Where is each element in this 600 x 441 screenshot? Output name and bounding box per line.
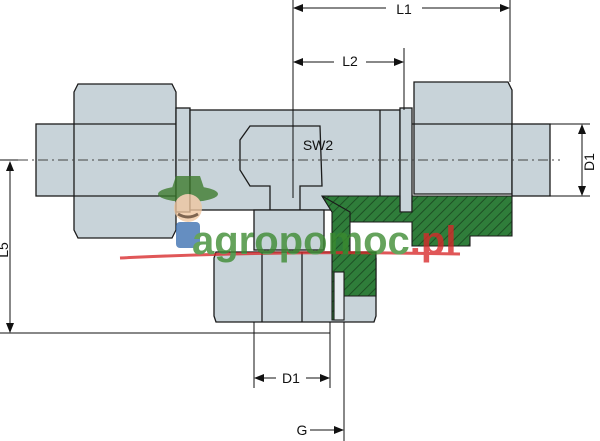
label-l2: L2 bbox=[342, 53, 358, 69]
label-g: G bbox=[297, 422, 308, 438]
section-bore bbox=[333, 271, 345, 321]
mascot-logo bbox=[158, 176, 218, 248]
label-l5: L5 bbox=[0, 242, 11, 258]
right-nut bbox=[413, 81, 513, 195]
label-l1: L1 bbox=[396, 1, 412, 17]
watermark: agropomoc.pl bbox=[119, 176, 461, 263]
label-sw2: SW2 bbox=[303, 137, 334, 153]
section-cut bbox=[321, 195, 513, 321]
watermark-brand: agropomoc.pl bbox=[192, 219, 456, 263]
label-d1-right: D1 bbox=[581, 153, 597, 171]
branch-stem bbox=[253, 209, 325, 251]
watermark-swoosh bbox=[119, 251, 461, 260]
watermark-brand-main: agropomoc bbox=[192, 219, 410, 263]
watermark-brand-tld: .pl bbox=[410, 219, 457, 263]
label-d1-bottom: D1 bbox=[282, 370, 300, 386]
left-nut bbox=[73, 83, 177, 239]
